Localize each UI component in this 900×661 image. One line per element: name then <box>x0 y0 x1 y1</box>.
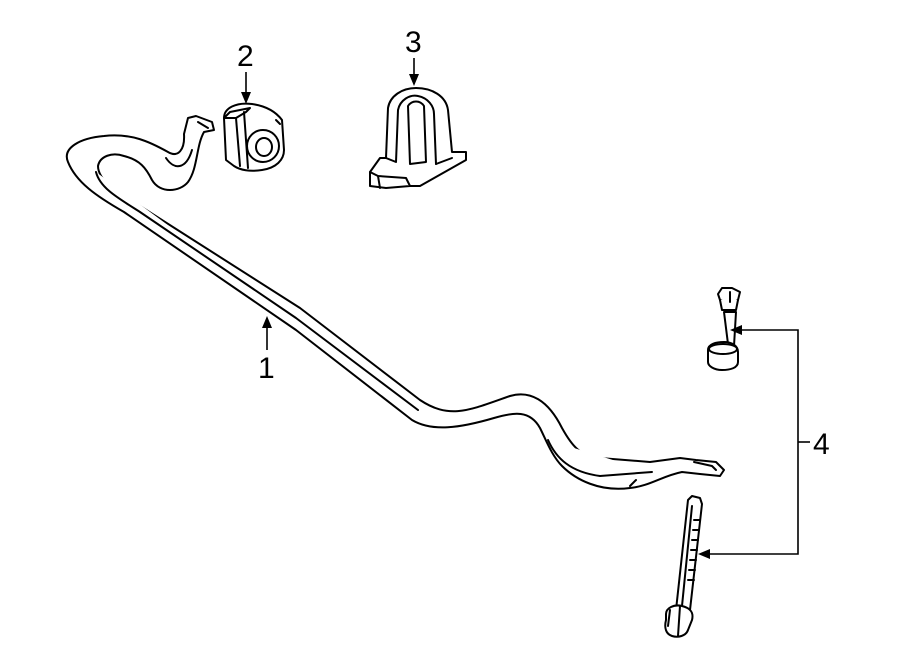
bar-bushing-part[interactable] <box>223 102 285 172</box>
arrow-icon-2 <box>241 92 251 104</box>
arrow-icon-4a <box>730 325 742 335</box>
callout-leaders <box>241 58 810 559</box>
stabilizer-bar-part[interactable] <box>65 115 725 490</box>
arrow-icon-3 <box>409 74 419 86</box>
callout-label-3: 3 <box>405 26 422 59</box>
bushing-bracket-part[interactable] <box>369 87 467 189</box>
link-bushing-part[interactable] <box>707 287 741 371</box>
callout-label-2: 2 <box>237 40 254 73</box>
callout-label-1: 1 <box>258 352 275 385</box>
arrow-icon-4b <box>698 549 710 559</box>
link-bolt-part[interactable] <box>664 495 703 638</box>
callout-label-4: 4 <box>813 428 830 461</box>
arrow-icon-1 <box>262 316 272 328</box>
